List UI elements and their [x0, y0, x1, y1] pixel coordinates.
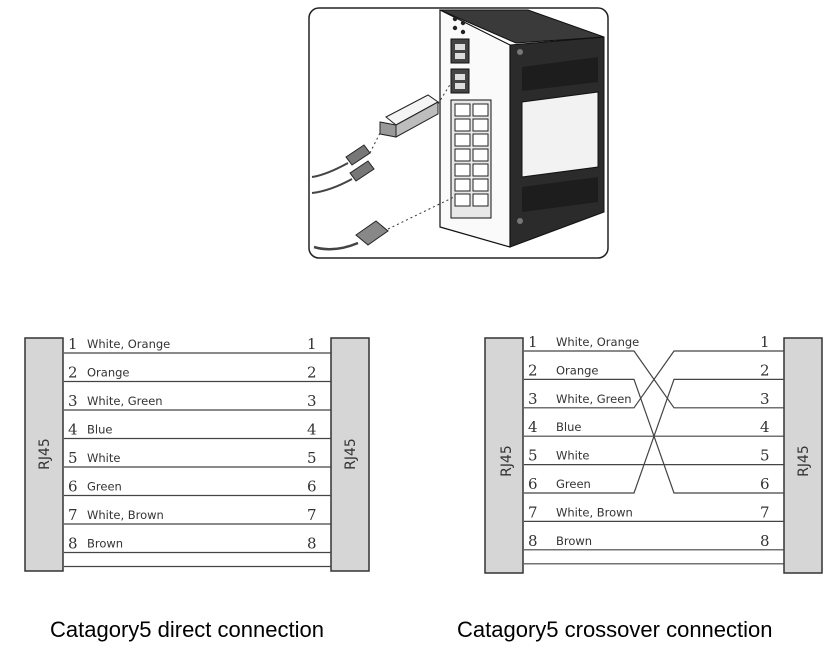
- direct-connection-caption: Catagory5 direct connection: [50, 617, 324, 642]
- switch-installation-illustration: [308, 7, 609, 259]
- wire-color-label: White: [87, 451, 120, 465]
- wire-row: 8 Brown 8: [68, 535, 317, 553]
- right-pin-number: 3: [760, 390, 770, 408]
- left-connector-label: RJ45: [37, 438, 53, 470]
- left-pin-number: 8: [68, 535, 78, 553]
- wire-color-label: Blue: [556, 420, 581, 434]
- wire-row: 8 Brown 8: [528, 532, 770, 550]
- wire-color-label: Brown: [87, 537, 123, 551]
- left-pin-number: 7: [68, 506, 78, 524]
- right-rj45-connector: [330, 337, 370, 572]
- right-pin-number: 1: [760, 333, 770, 351]
- wire-color-label: White, Green: [87, 394, 163, 408]
- wire-row: 2 Orange 2: [68, 364, 317, 382]
- wire-row: 4 Blue 4: [528, 418, 770, 436]
- sfp-module-icon: [379, 94, 439, 138]
- left-pin-number: 7: [528, 503, 538, 521]
- switch-device-icon: [439, 9, 605, 248]
- right-pin-number: 2: [307, 364, 317, 382]
- right-pin-number: 5: [307, 449, 317, 467]
- right-pin-number: 7: [307, 506, 317, 524]
- wire-color-label: White, Orange: [87, 337, 170, 351]
- crossover-wire-line: [524, 378, 784, 494]
- right-connector-label: RJ45: [796, 445, 812, 477]
- wire-row: 5 White 5: [528, 447, 770, 465]
- wire-row: 7 White, Brown 7: [528, 503, 770, 521]
- wire-color-label: Brown: [556, 534, 592, 548]
- left-pin-number: 8: [528, 532, 538, 550]
- wire-color-label: Green: [556, 477, 591, 491]
- right-pin-number: 8: [760, 532, 770, 550]
- right-pin-number: 3: [307, 392, 317, 410]
- fiber-connector-icon: [311, 132, 381, 194]
- right-pin-number: 8: [307, 535, 317, 553]
- left-pin-number: 4: [68, 421, 78, 439]
- right-pin-number: 4: [760, 418, 770, 436]
- wire-row: 3 White, Green 3: [528, 390, 770, 408]
- wire-row: 1 White, Orange 1: [528, 333, 770, 351]
- left-rj45-connector: [24, 337, 64, 572]
- right-pin-number: 2: [760, 361, 770, 379]
- right-pin-number: 6: [307, 478, 317, 496]
- left-pin-number: 5: [68, 449, 78, 467]
- left-pin-number: 1: [68, 335, 78, 353]
- rj45-plug-icon: [313, 196, 455, 251]
- wire-row: 7 White, Brown 7: [68, 506, 317, 524]
- wire-color-label: Blue: [87, 423, 112, 437]
- wire-color-label: White, Orange: [556, 335, 639, 349]
- wire-color-label: White: [556, 449, 589, 463]
- wire-row: 4 Blue 4: [68, 421, 317, 439]
- left-pin-number: 4: [528, 418, 538, 436]
- wire-color-label: Orange: [556, 363, 599, 377]
- wire-row: 2 Orange 2: [528, 361, 770, 379]
- wire-row: 6 Green 6: [68, 478, 317, 496]
- left-pin-number: 2: [528, 361, 538, 379]
- left-connector-label: RJ45: [499, 445, 515, 477]
- right-pin-number: 1: [307, 335, 317, 353]
- wire-color-label: White, Green: [556, 392, 632, 406]
- right-pin-number: 7: [760, 503, 770, 521]
- right-pin-number: 6: [760, 475, 770, 493]
- right-rj45-connector: [783, 337, 823, 574]
- wire-color-label: Green: [87, 480, 122, 494]
- left-pin-number: 6: [528, 475, 538, 493]
- left-rj45-connector: [484, 337, 524, 574]
- wire-color-label: White, Brown: [556, 505, 633, 519]
- wire-color-label: Orange: [87, 366, 130, 380]
- right-connector-label: RJ45: [343, 438, 359, 470]
- wire-color-label: White, Brown: [87, 508, 164, 522]
- wire-row: 1 White, Orange 1: [68, 335, 317, 353]
- crossover-connection-caption: Catagory5 crossover connection: [457, 617, 773, 642]
- wire-row: 6 Green 6: [528, 475, 770, 493]
- left-pin-number: 5: [528, 447, 538, 465]
- left-pin-number: 3: [68, 392, 78, 410]
- right-pin-number: 4: [307, 421, 317, 439]
- crossover-wire-line: [524, 350, 784, 409]
- left-pin-number: 3: [528, 390, 538, 408]
- right-pin-number: 5: [760, 447, 770, 465]
- left-pin-number: 6: [68, 478, 78, 496]
- wire-row: 5 White 5: [68, 449, 317, 467]
- left-pin-number: 2: [68, 364, 78, 382]
- left-pin-number: 1: [528, 333, 538, 351]
- wire-row: 3 White, Green 3: [68, 392, 317, 410]
